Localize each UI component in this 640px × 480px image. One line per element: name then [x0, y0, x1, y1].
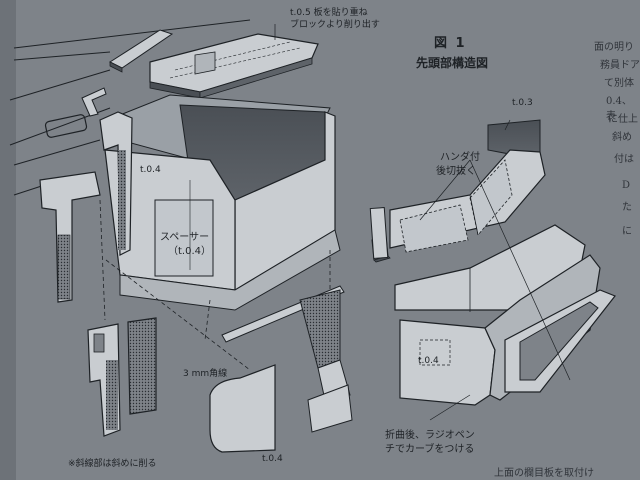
margin-text-line: D	[622, 180, 631, 191]
spacer-label-line-1: スペーサー	[160, 232, 210, 243]
spacer-label-line-2: （t.0.4）	[168, 246, 212, 257]
figure-number: 図 1	[434, 36, 467, 51]
solder-note-line-1: ハンダ付	[440, 152, 480, 163]
hatch-note: ※斜線部は斜めに削る	[68, 459, 157, 469]
middle-plate-stack	[299, 289, 353, 433]
margin-text-line: 斜め	[612, 132, 632, 143]
thickness-label-right: t.0.4	[418, 356, 439, 366]
margin-text-line: 面の明り	[594, 42, 634, 53]
bend-note-line-2: チでカーブをつける	[385, 444, 475, 455]
plate-note-line-2: ブロックより削り出す	[290, 20, 380, 30]
margin-text-line: て別体	[604, 78, 634, 89]
callout-lines-right	[419, 119, 571, 421]
cab-main-box	[44, 94, 341, 311]
lower-pillar-part-1	[87, 323, 121, 437]
lower-pillar-part-2	[127, 317, 157, 415]
handrail-bracket	[81, 87, 107, 117]
windshield-frame-top	[389, 119, 546, 253]
margin-text-bottom: 上面の欄目板を取付け	[494, 468, 594, 479]
roof-strip-part	[108, 29, 174, 73]
margin-text-line: た	[622, 202, 632, 213]
body-side-guidelines	[9, 19, 251, 196]
laminated-roof-block	[149, 33, 319, 99]
thickness-label-upper: t.0.4	[140, 165, 161, 175]
margin-text-line: に	[622, 226, 632, 237]
front-pillar-right	[99, 111, 133, 256]
margin-text-line: 務員ドア	[600, 60, 640, 71]
margin-text-line: 0.4、表	[606, 96, 632, 122]
margin-text-line: 付は	[614, 154, 634, 165]
thickness-label-top-right: t.0.3	[512, 98, 533, 108]
side-strip-part	[369, 207, 391, 263]
bend-note-line-1: 折曲後、ラジオペン	[385, 430, 475, 441]
solder-note-line-2: 後切抜く	[436, 166, 476, 177]
wire-label: 3 mm角線	[183, 369, 228, 379]
plate-note-line-1: t.0.5 板を貼り重ね	[290, 8, 368, 18]
headlight-frame	[504, 289, 616, 393]
thickness-label-lower: t.0.4	[262, 454, 283, 464]
margin-text-line: に仕上	[608, 114, 638, 125]
front-pillar-left	[39, 171, 101, 303]
figure-title: 先頭部構造図	[416, 56, 489, 70]
lower-apron-plate	[209, 364, 276, 453]
